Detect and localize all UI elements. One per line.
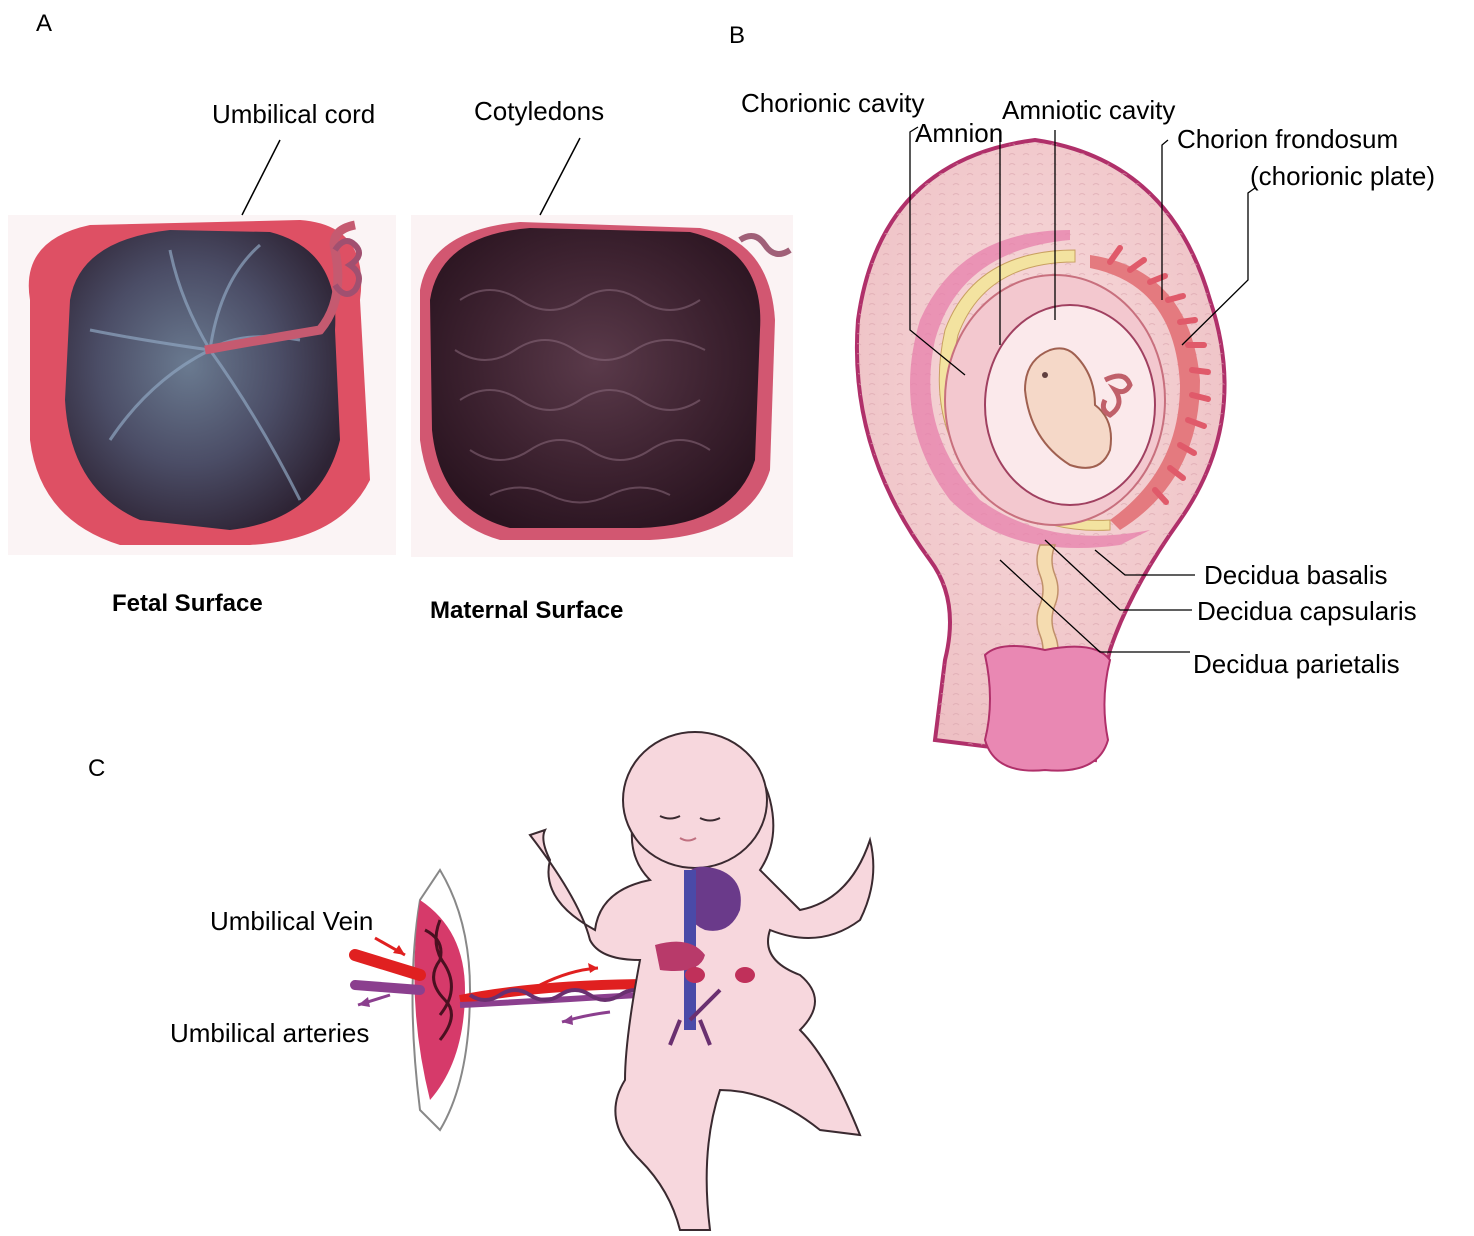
caption-maternal-surface: Maternal Surface: [430, 597, 623, 625]
label-amnion: Amnion: [915, 120, 1003, 146]
fetal-surface-photo: [8, 215, 396, 555]
label-chorionic-plate: (chorionic plate): [1250, 163, 1435, 189]
label-decidua-parietalis: Decidua parietalis: [1193, 651, 1400, 677]
uterus-diagram: [857, 140, 1225, 771]
label-cotyledons: Cotyledons: [474, 98, 604, 124]
label-umbilical-cord: Umbilical cord: [212, 101, 375, 127]
umbilical-cord-leader: [242, 140, 280, 215]
cotyledons-leader: [540, 138, 580, 215]
maternal-surface-photo: [411, 215, 793, 557]
baby-illustration: [355, 732, 873, 1230]
label-chorionic-cavity: Chorionic cavity: [741, 90, 925, 116]
label-chorion-frondosum: Chorion frondosum: [1177, 126, 1398, 152]
label-decidua-basalis: Decidua basalis: [1204, 562, 1388, 588]
caption-fetal-surface: Fetal Surface: [112, 590, 263, 618]
label-amniotic-cavity: Amniotic cavity: [1002, 97, 1175, 123]
label-decidua-capsularis: Decidua capsularis: [1197, 598, 1417, 624]
label-umbilical-vein: Umbilical Vein: [210, 908, 373, 934]
label-umbilical-arteries: Umbilical arteries: [170, 1020, 369, 1046]
